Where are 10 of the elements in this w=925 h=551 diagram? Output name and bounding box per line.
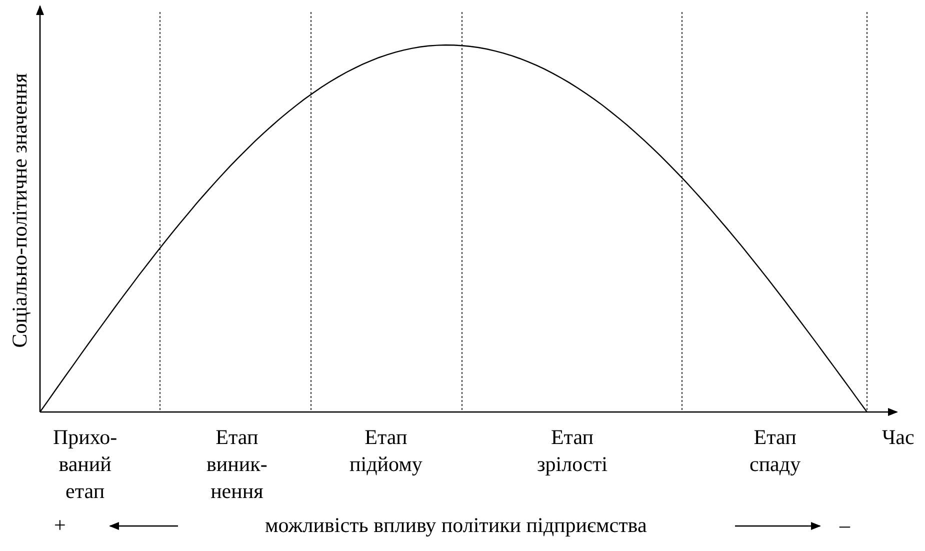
stage-label: Етап виник- нення [206, 424, 268, 505]
plus-sign: + [54, 512, 66, 539]
minus-sign: – [840, 512, 850, 539]
stage-label: Етап зрілості [537, 424, 608, 478]
axis-note: можливість впливу політики підприємства [265, 512, 647, 539]
stage-label: Етап підйому [350, 424, 422, 478]
axis-title: Час [882, 424, 914, 451]
stage-label: Прихо- ваний етап [53, 424, 118, 505]
stage-label: Етап спаду [750, 424, 801, 478]
axis-title: Соціально-політичне значення [6, 72, 33, 348]
